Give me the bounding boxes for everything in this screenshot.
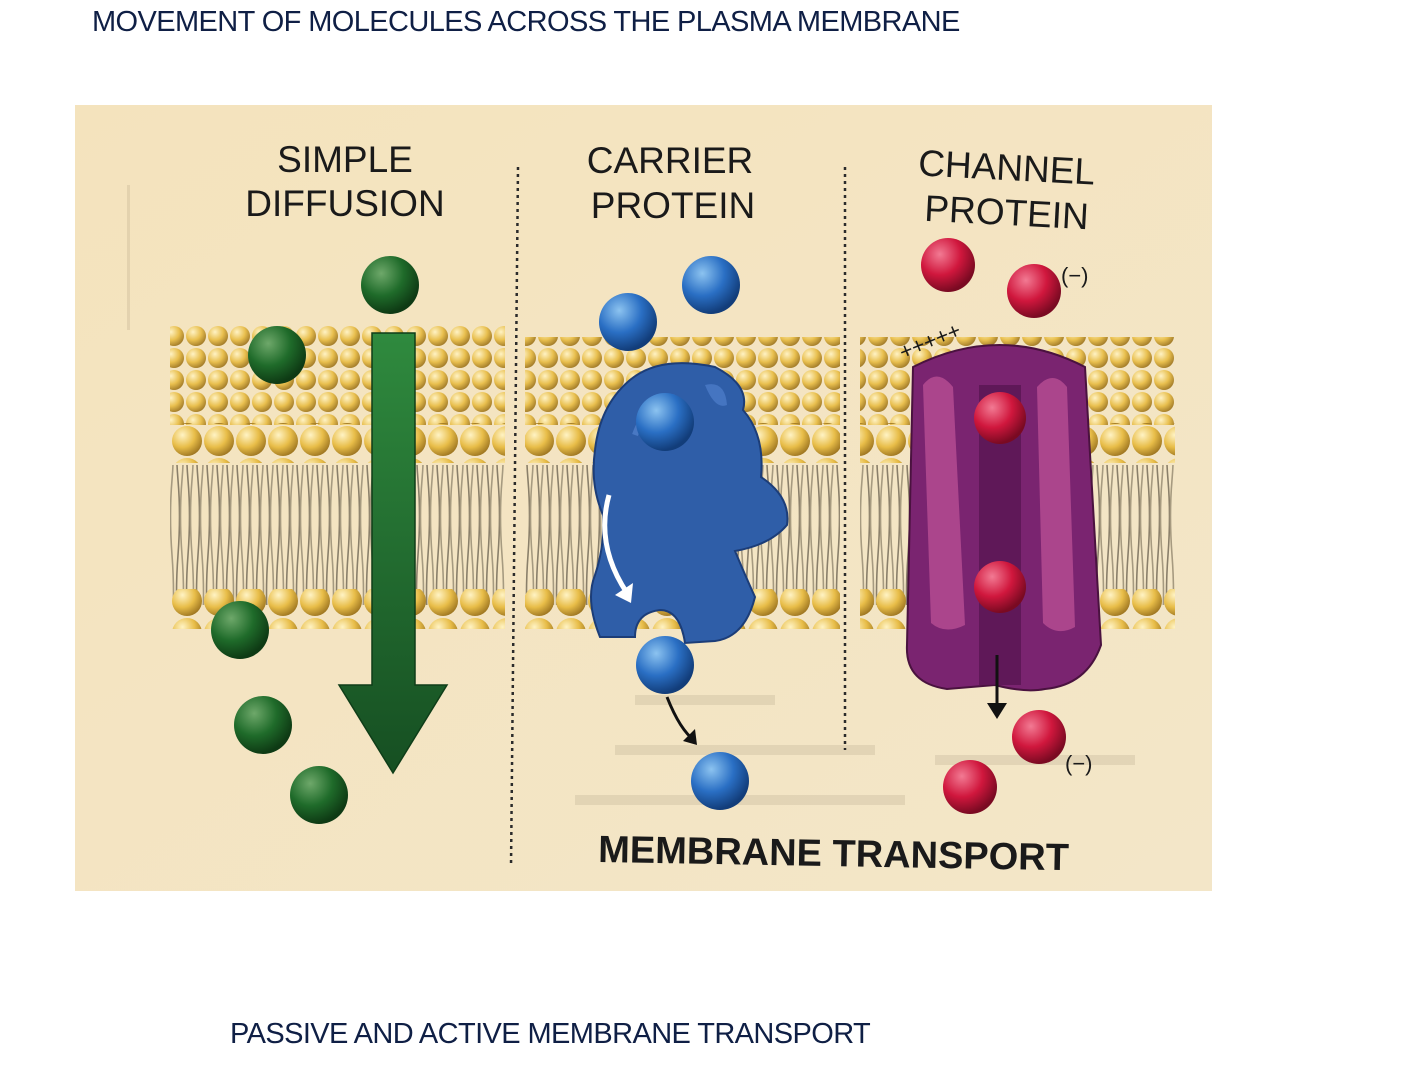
blue-molecule bbox=[636, 636, 694, 694]
green-molecule bbox=[211, 601, 269, 659]
red-ion bbox=[974, 561, 1026, 613]
simple-diffusion-title-line1: SIMPLE bbox=[277, 139, 413, 180]
charge-label-top: (−) bbox=[1061, 263, 1089, 288]
green-molecule bbox=[290, 766, 348, 824]
green-molecule bbox=[361, 256, 419, 314]
blue-molecule bbox=[636, 393, 694, 451]
diffusion-arrow-icon bbox=[337, 332, 449, 775]
divider-left bbox=[509, 166, 520, 868]
red-ion bbox=[1007, 264, 1061, 318]
blue-molecule bbox=[691, 752, 749, 810]
slide-title: MOVEMENT OF MOLECULES ACROSS THE PLASMA … bbox=[92, 6, 960, 38]
membrane-transport-diagram: SIMPLE DIFFUSION CARRIER PROTEIN CHANNEL… bbox=[75, 105, 1212, 891]
blue-molecule bbox=[682, 256, 740, 314]
membrane-panel-simple bbox=[170, 325, 505, 629]
carrier-protein-title-line1: CARRIER bbox=[587, 140, 754, 181]
red-ion bbox=[974, 392, 1026, 444]
channel-protein-title-line2: PROTEIN bbox=[923, 188, 1089, 238]
blue-molecule bbox=[599, 293, 657, 351]
green-molecule bbox=[248, 326, 306, 384]
membrane-transport-figure: SIMPLE DIFFUSION CARRIER PROTEIN CHANNEL… bbox=[75, 105, 1212, 891]
red-ion bbox=[1012, 710, 1066, 764]
channel-protein-title-line1: CHANNEL bbox=[917, 142, 1096, 192]
membrane-transport-label: MEMBRANE TRANSPORT bbox=[598, 829, 1069, 879]
charge-label-bottom: (−) bbox=[1065, 751, 1093, 776]
green-molecule bbox=[234, 696, 292, 754]
carrier-protein-title-line2: PROTEIN bbox=[591, 185, 755, 226]
red-ion bbox=[921, 238, 975, 292]
slide-caption: PASSIVE AND ACTIVE MEMBRANE TRANSPORT bbox=[230, 1018, 871, 1050]
carrier-white-arrow-icon bbox=[602, 494, 630, 595]
red-ion bbox=[943, 760, 997, 814]
simple-diffusion-title-line2: DIFFUSION bbox=[245, 183, 444, 224]
